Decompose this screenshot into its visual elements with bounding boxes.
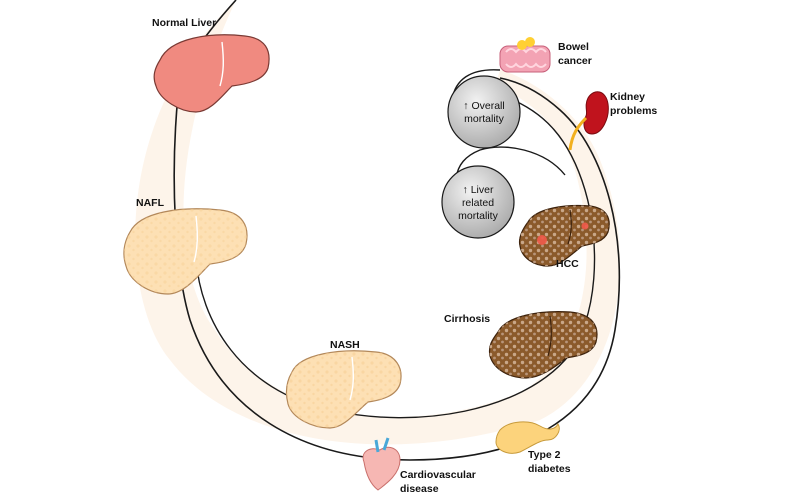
type2-diabetes-label-line2: diabetes — [528, 463, 571, 475]
overall-mortality-line1: ↑ Overall — [463, 100, 504, 112]
cirrhosis-label: Cirrhosis — [444, 313, 490, 325]
pancreas-icon — [495, 421, 560, 454]
liver-mortality-line1: ↑ Liver — [463, 184, 494, 196]
nafl-liver-icon — [123, 208, 248, 295]
bowel-icon — [499, 37, 551, 73]
progression-band — [135, 0, 621, 461]
nafl-label: NAFL — [136, 197, 165, 209]
heart-icon — [362, 437, 401, 491]
nash-label: NASH — [330, 339, 360, 351]
kidney-problems-label-line1: Kidney — [610, 91, 645, 103]
normal-liver-icon — [153, 34, 270, 113]
bowel-cancer-label-line1: Bowel — [558, 41, 589, 53]
cardiovascular-label-line2: disease — [400, 483, 439, 495]
cardiovascular-label-line1: Cardiovascular — [400, 469, 476, 481]
cirrhosis-liver-icon — [488, 311, 598, 379]
kidney-problems-label-line2: problems — [610, 105, 657, 117]
bowel-cancer-label-line2: cancer — [558, 55, 592, 67]
hcc-liver-icon — [518, 204, 610, 267]
liver-related-mortality-circle: ↑ Liver related mortality — [441, 165, 515, 239]
liver-mortality-line2: related — [462, 197, 494, 209]
kidney-icon — [568, 91, 609, 151]
normal-liver-label: Normal Liver — [152, 17, 216, 29]
nash-liver-icon — [285, 350, 402, 429]
hcc-label: HCC — [556, 258, 579, 270]
liver-mortality-line3: mortality — [458, 210, 498, 222]
type2-diabetes-label-line1: Type 2 — [528, 449, 561, 461]
overall-mortality-circle: ↑ Overall mortality — [447, 75, 521, 149]
overall-mortality-line2: mortality — [464, 113, 504, 125]
